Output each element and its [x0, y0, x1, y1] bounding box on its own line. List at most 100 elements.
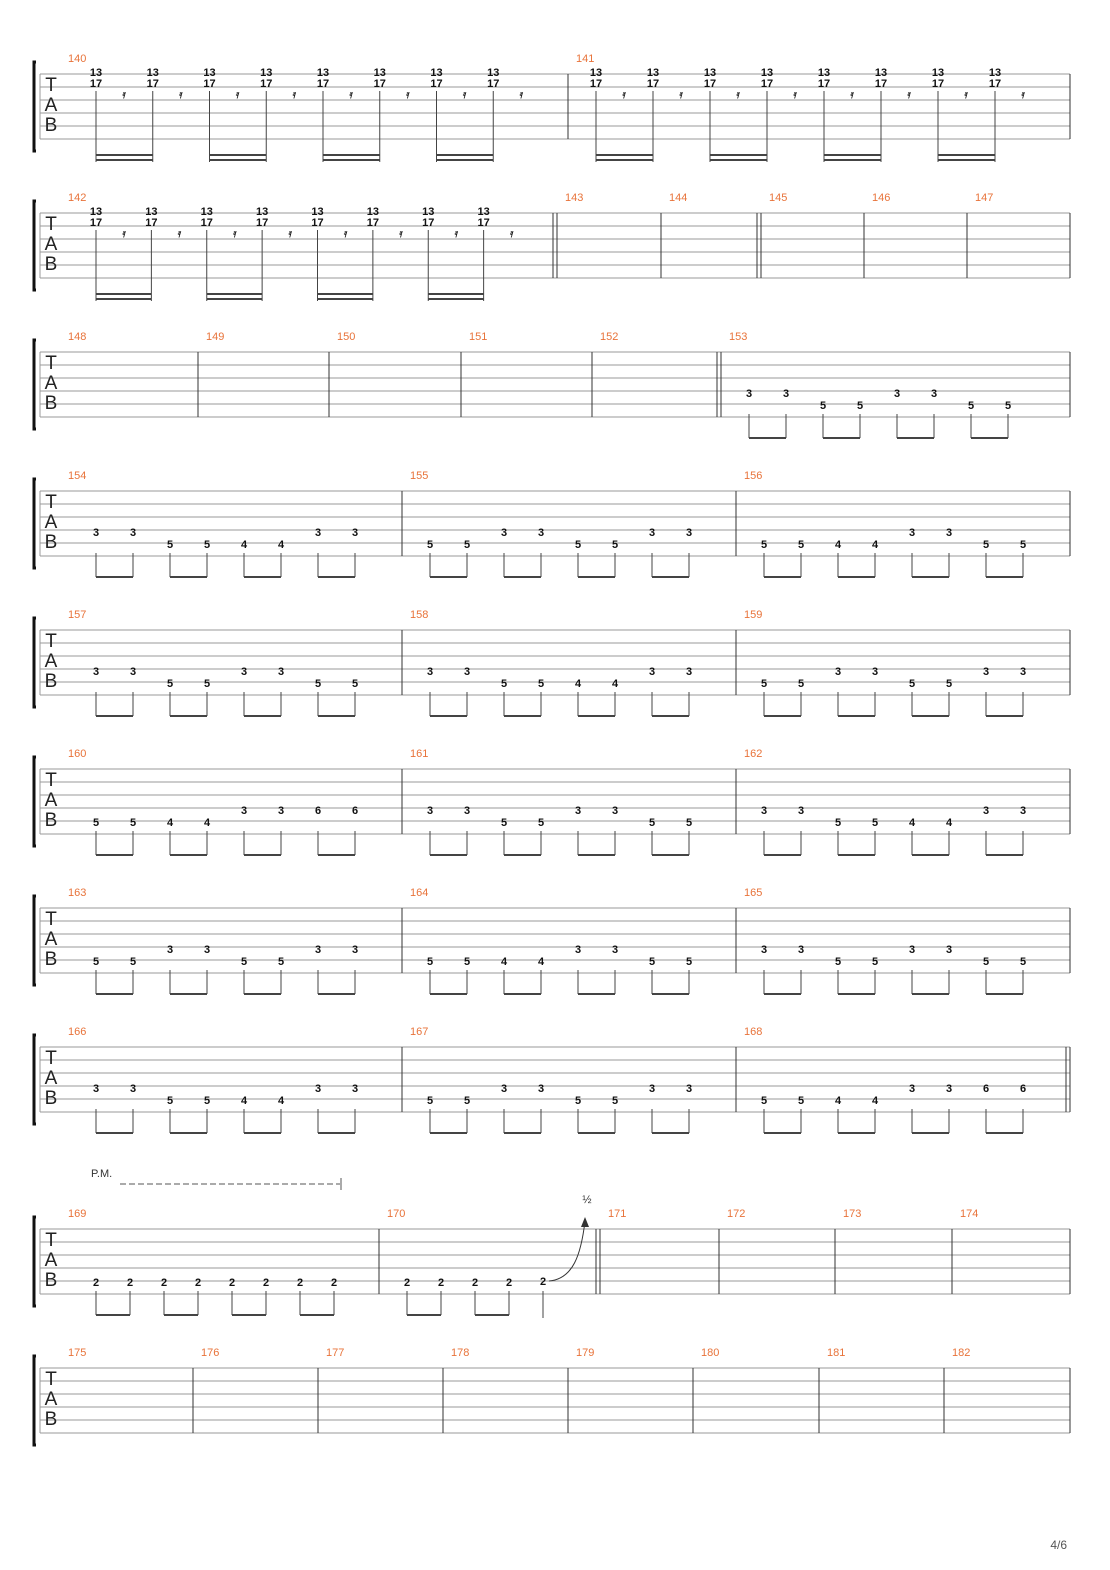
measure-number: 153 — [729, 331, 747, 343]
measure-number: 177 — [326, 1347, 344, 1359]
fret-number: 5 — [204, 539, 210, 551]
fret-number: 13 — [932, 67, 944, 79]
fret-number: 5 — [464, 1095, 470, 1107]
beam — [244, 576, 281, 578]
sixteenth-rest-icon: 𝄿 — [906, 89, 911, 101]
beam — [170, 854, 207, 856]
tab-clef-letter: T — [45, 75, 57, 96]
fret-number: 13 — [478, 206, 490, 218]
measure-number: 168 — [744, 1026, 762, 1038]
fret-number: 3 — [130, 527, 136, 539]
fret-number: 17 — [374, 78, 386, 90]
fret-number: 2 — [472, 1277, 478, 1289]
system-bracket — [32, 199, 36, 292]
fret-number: 3 — [352, 1083, 358, 1095]
fret-number: 2 — [540, 1276, 546, 1288]
fret-number: 5 — [909, 678, 915, 690]
system-bracket — [32, 477, 36, 570]
fret-number: 3 — [612, 944, 618, 956]
beam — [652, 1132, 689, 1134]
fret-number: 2 — [229, 1277, 235, 1289]
fret-number: 2 — [263, 1277, 269, 1289]
measure-number: 171 — [608, 1208, 626, 1220]
fret-number: 13 — [90, 67, 102, 79]
fret-number: 3 — [352, 527, 358, 539]
fret-number: 13 — [260, 67, 272, 79]
fret-number: 5 — [761, 539, 767, 551]
sixteenth-rest-icon: 𝄿 — [348, 89, 353, 101]
beam — [912, 993, 949, 995]
fret-number: 17 — [311, 217, 323, 229]
fret-number: 13 — [590, 67, 602, 79]
measure-number: 157 — [68, 609, 86, 621]
beam — [838, 1132, 875, 1134]
fret-number: 17 — [989, 78, 1001, 90]
fret-number: 4 — [241, 539, 248, 551]
fret-number: 2 — [506, 1277, 512, 1289]
fret-number: 3 — [501, 527, 507, 539]
fret-number: 13 — [201, 206, 213, 218]
fret-number: 3 — [612, 805, 618, 817]
fret-number: 3 — [427, 666, 433, 678]
sixteenth-rest-icon: 𝄿 — [292, 89, 297, 101]
tab-clef-letter: T — [45, 214, 57, 235]
beam — [244, 993, 281, 995]
fret-number: 3 — [909, 1083, 915, 1095]
beam — [96, 715, 133, 717]
beam — [764, 993, 801, 995]
fret-number: 5 — [835, 817, 841, 829]
fret-number: 17 — [647, 78, 659, 90]
fret-number: 13 — [203, 67, 215, 79]
fret-number: 5 — [835, 956, 841, 968]
beam — [96, 854, 133, 856]
fret-number: 3 — [538, 1083, 544, 1095]
fret-number: 5 — [1020, 539, 1026, 551]
fret-number: 4 — [204, 817, 211, 829]
fret-number: 5 — [93, 956, 99, 968]
fret-number: 17 — [90, 217, 102, 229]
measure-number: 172 — [727, 1208, 745, 1220]
tab-clef-letter: B — [45, 949, 58, 970]
fret-number: 5 — [501, 678, 507, 690]
fret-number: 17 — [317, 78, 329, 90]
sixteenth-rest-icon: 𝄿 — [398, 228, 403, 240]
tab-clef-letter: A — [45, 1068, 58, 1089]
measure-number: 169 — [68, 1208, 86, 1220]
fret-number: 17 — [430, 78, 442, 90]
fret-number: 3 — [278, 666, 284, 678]
measure-number: 173 — [843, 1208, 861, 1220]
beam — [430, 993, 467, 995]
tab-clef-letter: A — [45, 651, 58, 672]
bend-curve — [548, 1220, 586, 1282]
bend-amount: ½ — [582, 1194, 591, 1206]
measure-number: 182 — [952, 1347, 970, 1359]
fret-number: 17 — [590, 78, 602, 90]
sixteenth-rest-icon: 𝄿 — [792, 89, 797, 101]
fret-number: 17 — [145, 217, 157, 229]
beam — [504, 854, 541, 856]
fret-number: 3 — [761, 944, 767, 956]
measure-number: 149 — [206, 331, 224, 343]
fret-number: 3 — [204, 944, 210, 956]
fret-number: 3 — [909, 944, 915, 956]
fret-number: 3 — [761, 805, 767, 817]
beam — [578, 854, 615, 856]
fret-number: 2 — [404, 1277, 410, 1289]
fret-number: 4 — [872, 1095, 879, 1107]
beam — [430, 576, 467, 578]
fret-number: 13 — [311, 206, 323, 218]
fret-number: 2 — [331, 1277, 337, 1289]
fret-number: 3 — [649, 1083, 655, 1095]
beam — [912, 854, 949, 856]
beam — [430, 854, 467, 856]
fret-number: 5 — [612, 539, 618, 551]
beam — [428, 293, 484, 295]
fret-number: 17 — [147, 78, 159, 90]
beam — [317, 293, 373, 295]
fret-number: 13 — [647, 67, 659, 79]
beam — [764, 1132, 801, 1134]
measure-number: 176 — [201, 1347, 219, 1359]
fret-number: 3 — [352, 944, 358, 956]
